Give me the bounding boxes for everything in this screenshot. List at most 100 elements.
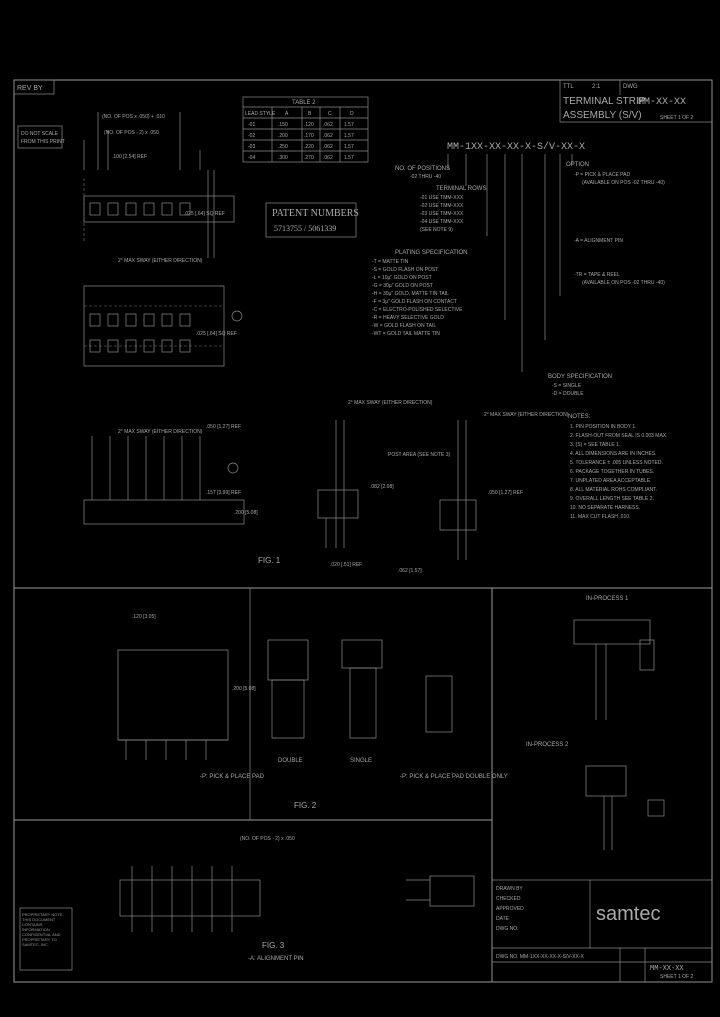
legal-box: [19, 907, 73, 971]
fig3-label: FIG. 3: [262, 941, 285, 950]
fig2-label: FIG. 2: [294, 801, 317, 810]
svg-text:8. ALL MATERIAL ROHS COMPLIANT: 8. ALL MATERIAL ROHS COMPLIANT.: [570, 487, 657, 493]
svg-text:(SEE NOTE 9): (SEE NOTE 9): [420, 227, 453, 233]
svg-text:(AVAILABLE ON POS -02 THRU -40: (AVAILABLE ON POS -02 THRU -40): [582, 280, 665, 286]
table-row: -03: [248, 144, 255, 150]
title-line1: TERMINAL STRIP: [563, 96, 646, 107]
pick-place-double-label: -P: PICK & PLACE PAD DOUBLE ONLY: [400, 774, 508, 780]
rev-label: REV BY: [17, 85, 43, 92]
option-extras: OPTION -P = PICK & PLACE PAD (AVAILABLE …: [566, 162, 665, 286]
patent-numbers: 5713755 / 5061339: [274, 224, 336, 233]
svg-text:.250: .250: [278, 144, 288, 150]
svg-text:-03 USE TMM-XXX: -03 USE TMM-XXX: [420, 211, 464, 217]
fig1-label: FIG. 1: [258, 556, 281, 565]
svg-text:MM-XX-XX: MM-XX-XX: [650, 965, 684, 973]
svg-text:2° MAX SWAY (EITHER DIRECTION): 2° MAX SWAY (EITHER DIRECTION): [118, 429, 203, 435]
signature-block: DRAWN BY CHECKED APPROVED DATE DWG NO. D…: [491, 879, 713, 983]
svg-text:OPTION: OPTION: [566, 162, 589, 168]
svg-text:.100 [2.54] REF: .100 [2.54] REF: [112, 154, 147, 160]
svg-text:.270: .270: [304, 155, 314, 161]
svg-text:DWG: DWG: [623, 84, 638, 90]
svg-text:(AVAILABLE ON POS -02 THRU -40: (AVAILABLE ON POS -02 THRU -40): [582, 180, 665, 186]
in-process-1-label: IN-PROCESS 1: [586, 596, 629, 602]
svg-text:9. OVERALL LENGTH SEE TABLE 2.: 9. OVERALL LENGTH SEE TABLE 2.: [570, 496, 654, 502]
option-plating: PLATING SPECIFICATION -T = MATTE TIN -S …: [372, 250, 467, 337]
svg-text:.020 [.51] REF: .020 [.51] REF: [330, 562, 362, 568]
option-number-of-positions: NO. OF POSITIONS -02 THRU -40: [395, 166, 450, 180]
option-terminal-rows: TERMINAL ROWS -01 USE TMM-XXX -02 USE TM…: [420, 186, 486, 233]
svg-text:.050 [1.27] REF: .050 [1.27] REF: [206, 424, 241, 430]
dwg-number: MM-XX-XX: [638, 97, 686, 108]
svg-text:7. UNPLATED AREA ACCEPTABLE.: 7. UNPLATED AREA ACCEPTABLE.: [570, 478, 652, 484]
part-number: MM-1XX-XX-XX-X-S/V-XX-X: [447, 141, 585, 153]
svg-text:DATE: DATE: [496, 916, 510, 922]
svg-text:2. FLASH-OUT FROM SEAL IS 0.00: 2. FLASH-OUT FROM SEAL IS 0.003 MAX.: [570, 433, 668, 439]
svg-text:.150: .150: [278, 122, 288, 128]
title-block: TTL 2:1 DWG TERMINAL STRIP ASSEMBLY (S/V…: [559, 79, 713, 123]
svg-text:POST AREA (SEE NOTE 3): POST AREA (SEE NOTE 3): [388, 452, 450, 458]
svg-text:.120: .120: [304, 122, 314, 128]
svg-text:NO. OF POSITIONS: NO. OF POSITIONS: [395, 166, 450, 172]
do-not-scale-line1: DO NOT SCALE: [21, 131, 59, 137]
fig1-top-view: (NO. OF POS x .050) + .010 (NO. OF POS -…: [83, 112, 235, 264]
footer-dwg-no: DWG NO. MM-1XX-XX-XX-X-S/V-XX-X: [496, 954, 584, 960]
svg-text:-F = 3µ" GOLD FLASH ON CONTACT: -F = 3µ" GOLD FLASH ON CONTACT: [372, 299, 457, 305]
svg-text:-S = SINGLE: -S = SINGLE: [552, 383, 582, 389]
notes-block: NOTES: 1. PIN POSITION IN BODY 1. 2. FLA…: [568, 414, 668, 520]
svg-text:-A = ALIGNMENT PIN: -A = ALIGNMENT PIN: [574, 238, 623, 244]
legal-text: PROPRIETARY NOTE: THIS DOCUMENT CONTAINS…: [22, 912, 64, 947]
svg-text:2° MAX SWAY (EITHER DIRECTION): 2° MAX SWAY (EITHER DIRECTION): [118, 258, 203, 264]
svg-text:1.57: 1.57: [344, 144, 354, 150]
svg-text:-C = ELECTRO-POLISHED SELECTIV: -C = ELECTRO-POLISHED SELECTIVE: [372, 307, 463, 313]
table-2-heading: TABLE 2: [292, 100, 316, 106]
svg-text:-H = 30µ" GOLD, MATTE TIN TAIL: -H = 30µ" GOLD, MATTE TIN TAIL: [372, 291, 449, 297]
sheet-number: SHEET 1 OF 2: [660, 115, 693, 121]
svg-text:NOTES:: NOTES:: [568, 414, 591, 420]
table-row: -04: [248, 155, 255, 161]
svg-text:10. NO SEPARATE HARNESS.: 10. NO SEPARATE HARNESS.: [570, 505, 640, 511]
pick-place-label: -P: PICK & PLACE PAD: [200, 774, 265, 780]
svg-text:A: A: [285, 111, 289, 117]
svg-text:.082 [2.08]: .082 [2.08]: [370, 484, 394, 490]
svg-text:.300: .300: [278, 155, 288, 161]
rev-box: [13, 79, 55, 95]
svg-text:.050 [1.27] REF: .050 [1.27] REF: [488, 490, 523, 496]
svg-text:5. TOLERANCE ± .005 UNLESS NOT: 5. TOLERANCE ± .005 UNLESS NOTED.: [570, 460, 663, 466]
svg-text:C: C: [328, 111, 332, 117]
in-process-2-label: IN-PROCESS 2: [526, 742, 569, 748]
svg-text:4. ALL DIMENSIONS ARE IN INCHE: 4. ALL DIMENSIONS ARE IN INCHES.: [570, 451, 657, 457]
fig1-double-row: .025 [.64] SQ REF: [83, 285, 243, 367]
svg-text:2:1: 2:1: [592, 84, 601, 90]
fig1-cross-section: 2° MAX SWAY (EITHER DIRECTION) POST AREA…: [317, 400, 569, 574]
svg-text:-W = GOLD FLASH ON TAIL: -W = GOLD FLASH ON TAIL: [372, 323, 436, 329]
svg-text:1. PIN POSITION IN BODY 1.: 1. PIN POSITION IN BODY 1.: [570, 424, 637, 430]
fig2-drawing: .120 [3.05] .200 [5.08] -P: PICK & PLACE…: [117, 614, 508, 810]
svg-text:.025 [.64] SQ REF: .025 [.64] SQ REF: [184, 211, 225, 217]
svg-text:(NO. OF POS - 2) x .050: (NO. OF POS - 2) x .050: [240, 836, 295, 842]
svg-text:TERMINAL ROWS: TERMINAL ROWS: [436, 186, 486, 192]
svg-text:.062: .062: [323, 155, 333, 161]
svg-text:-TR = TAPE & REEL: -TR = TAPE & REEL: [574, 272, 620, 278]
svg-text:.062: .062: [323, 144, 333, 150]
svg-text:B: B: [308, 111, 312, 117]
svg-text:-D = DOUBLE: -D = DOUBLE: [552, 391, 584, 397]
svg-text:-R = HEAVY SELECTIVE GOLD: -R = HEAVY SELECTIVE GOLD: [372, 315, 444, 321]
svg-text:-WT = GOLD TAIL MATTE TIN: -WT = GOLD TAIL MATTE TIN: [372, 331, 440, 337]
svg-text:2° MAX SWAY (EITHER DIRECTION): 2° MAX SWAY (EITHER DIRECTION): [348, 400, 433, 406]
svg-text:.200 [5.08]: .200 [5.08]: [234, 510, 258, 516]
svg-text:.170: .170: [304, 133, 314, 139]
svg-text:.062: .062: [323, 122, 333, 128]
svg-text:.025 [.64] SQ REF: .025 [.64] SQ REF: [196, 331, 237, 337]
svg-text:11. MAX CUT FLASH .010.: 11. MAX CUT FLASH .010.: [570, 514, 630, 520]
svg-text:-T = MATTE TIN: -T = MATTE TIN: [372, 259, 409, 265]
svg-text:1.57: 1.57: [344, 155, 354, 161]
svg-text:(NO. OF POS - 2) x .050: (NO. OF POS - 2) x .050: [104, 130, 159, 136]
svg-text:-02 THRU -40: -02 THRU -40: [410, 174, 441, 180]
svg-text:.200: .200: [278, 133, 288, 139]
svg-text:1.57: 1.57: [344, 122, 354, 128]
svg-text:SHEET 1 OF 2: SHEET 1 OF 2: [660, 974, 693, 980]
table-2: TABLE 2 LEAD STYLE A B C D -01 .150 .120…: [242, 96, 369, 163]
single-label: SINGLE: [350, 758, 372, 764]
